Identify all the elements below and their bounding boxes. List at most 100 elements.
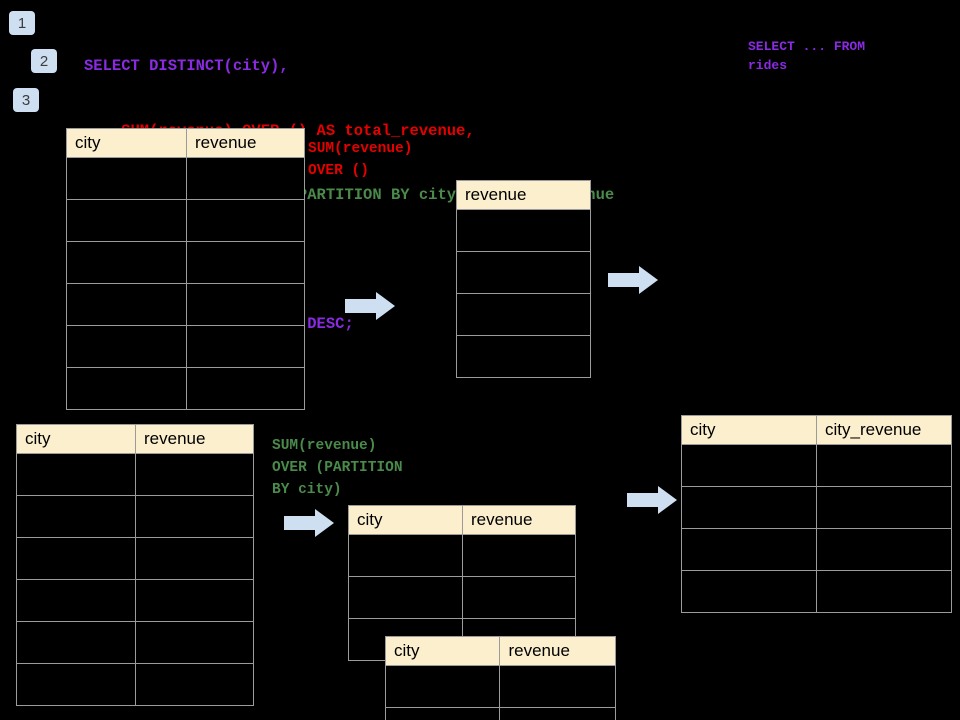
table-row (66, 283, 305, 326)
table-row (66, 367, 305, 410)
table-row (66, 241, 305, 284)
table-row (681, 528, 952, 571)
table-row (16, 495, 254, 538)
cell-city-revenue (816, 570, 952, 613)
step-badge-1: 1 (9, 11, 35, 35)
table-row (456, 209, 591, 252)
table-row (348, 576, 576, 619)
arrow-partition-to-result (627, 486, 677, 514)
final-result-table: city city_revenue (681, 415, 952, 613)
table-row (681, 444, 952, 487)
cell-city (66, 199, 187, 242)
column-header-city: city (384, 636, 501, 666)
sql-line-1: SELECT DISTINCT(city), (84, 57, 289, 75)
partition-group-table-back: city revenue (348, 505, 576, 661)
table-row (456, 293, 591, 336)
table-row (348, 534, 576, 577)
table-row (16, 621, 254, 664)
column-header-revenue: revenue (499, 636, 616, 666)
cell-revenue (499, 665, 616, 708)
column-header-revenue: revenue (462, 505, 576, 535)
column-header-revenue: revenue (186, 128, 305, 158)
column-header-city: city (66, 128, 187, 158)
cell-revenue (186, 199, 305, 242)
column-header-city-revenue: city_revenue (816, 415, 952, 445)
cell-revenue (186, 367, 305, 410)
arrow-source-to-total (345, 292, 395, 320)
cell-city (66, 157, 187, 200)
table-header-row: city revenue (348, 505, 576, 535)
cell-revenue (135, 663, 254, 706)
cell-city (16, 453, 136, 496)
cell-revenue (186, 241, 305, 284)
cell-revenue (135, 621, 254, 664)
cell-city (348, 576, 463, 619)
cell-revenue (186, 157, 305, 200)
arrow-source-to-partition (284, 509, 334, 537)
cell-city-revenue (816, 486, 952, 529)
table-row (16, 537, 254, 580)
table-header-row: revenue (456, 180, 591, 210)
cell-revenue (135, 453, 254, 496)
column-header-city: city (348, 505, 463, 535)
table-row (16, 663, 254, 706)
note-select-from-rides: SELECT ... FROM rides (748, 39, 866, 73)
cell-city (681, 444, 817, 487)
rides-source-table-partitioned: city revenue (16, 424, 254, 706)
cell-revenue (456, 209, 591, 252)
cell-revenue (135, 495, 254, 538)
cell-revenue (456, 335, 591, 378)
table-header-row: city revenue (66, 128, 305, 158)
table-row (16, 453, 254, 496)
cell-city (681, 570, 817, 613)
column-header-revenue: revenue (456, 180, 591, 210)
cell-revenue (499, 707, 616, 720)
column-header-city: city (681, 415, 817, 445)
column-header-revenue: revenue (135, 424, 254, 454)
cell-revenue (456, 293, 591, 336)
step-badge-3: 3 (13, 88, 39, 112)
cell-revenue (186, 283, 305, 326)
cell-city-revenue (816, 528, 952, 571)
cell-revenue (186, 325, 305, 368)
cell-city (66, 367, 187, 410)
cell-city (681, 528, 817, 571)
cell-city (681, 486, 817, 529)
table-row (681, 486, 952, 529)
cell-city (16, 663, 136, 706)
table-row (456, 251, 591, 294)
table-row (66, 199, 305, 242)
note-sum-over-partition: SUM(revenue) OVER (PARTITION BY city) (272, 438, 403, 498)
note-sum-over-empty: SUM(revenue) OVER () (308, 141, 413, 179)
table-row (66, 157, 305, 200)
table-header-row: city revenue (16, 424, 254, 454)
table-row (66, 325, 305, 368)
cell-city (16, 621, 136, 664)
cell-city (66, 241, 187, 284)
cell-city (16, 579, 136, 622)
arrow-total-to-result (608, 266, 658, 294)
cell-city (348, 534, 463, 577)
cell-city-revenue (816, 444, 952, 487)
table-row (456, 335, 591, 378)
table-header-row: city city_revenue (681, 415, 952, 445)
total-revenue-table: revenue (456, 180, 591, 378)
cell-revenue (456, 251, 591, 294)
step-badge-2: 2 (31, 49, 57, 73)
table-row (16, 579, 254, 622)
cell-city (66, 283, 187, 326)
column-header-city: city (16, 424, 136, 454)
cell-revenue (135, 537, 254, 580)
cell-revenue (462, 576, 576, 619)
partition-group-table-front: city revenue (384, 636, 616, 720)
rides-source-table: city revenue (66, 128, 305, 410)
table-header-row: city revenue (384, 636, 616, 666)
cell-city (66, 325, 187, 368)
table-row (384, 665, 616, 708)
table-row (384, 707, 616, 720)
cell-city (16, 495, 136, 538)
cell-revenue (135, 579, 254, 622)
cell-city (16, 537, 136, 580)
cell-city (384, 665, 501, 708)
